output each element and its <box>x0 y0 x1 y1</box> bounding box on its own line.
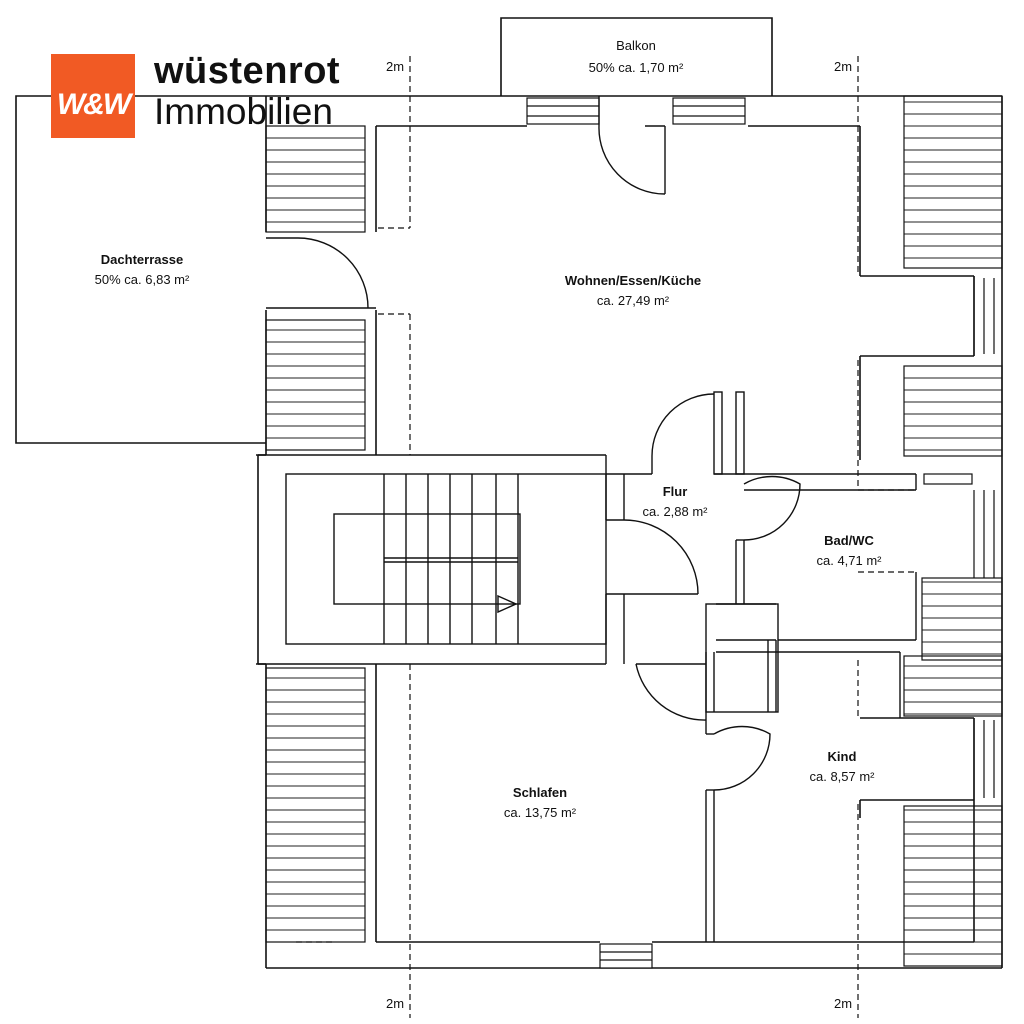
staircase <box>256 454 607 665</box>
balkon-outline <box>500 17 773 96</box>
dim-bottom-right: 2m <box>834 996 852 1011</box>
brand-subtitle: Immobilien <box>154 91 333 132</box>
rafter-hatching <box>265 95 1003 967</box>
dachterrasse-outline <box>15 95 266 444</box>
room-area-balkon: 50% ca. 1,70 m² <box>589 60 684 75</box>
dim-top-right: 2m <box>834 59 852 74</box>
brand-name: wüstenrot <box>154 50 341 92</box>
room-name-dachterrasse: Dachterrasse <box>101 252 183 267</box>
dim-bottom-left: 2m <box>386 996 404 1011</box>
room-name-bad: Bad/WC <box>824 533 874 548</box>
room-area-wohnen: ca. 27,49 m² <box>597 293 670 308</box>
brand-logo-mark: W&W <box>56 88 131 121</box>
brand-logo: W&W <box>51 54 135 138</box>
outer-walls <box>257 95 1003 969</box>
roof-slope-lines <box>296 56 916 1018</box>
interior-walls <box>605 391 917 942</box>
room-area-bad: ca. 4,71 m² <box>816 553 882 568</box>
room-area-kind: ca. 8,57 m² <box>809 769 875 784</box>
room-area-schlafen: ca. 13,75 m² <box>504 805 577 820</box>
room-name-kind: Kind <box>828 749 857 764</box>
dim-top-left: 2m <box>386 59 404 74</box>
door-swings <box>266 96 801 791</box>
room-area-dachterrasse: 50% ca. 6,83 m² <box>95 272 190 287</box>
windows <box>526 97 973 969</box>
room-name-flur: Flur <box>663 484 688 499</box>
room-name-wohnen: Wohnen/Essen/Küche <box>565 273 701 288</box>
room-name-schlafen: Schlafen <box>513 785 567 800</box>
room-area-flur: ca. 2,88 m² <box>642 504 708 519</box>
room-name-balkon: Balkon <box>616 38 656 53</box>
